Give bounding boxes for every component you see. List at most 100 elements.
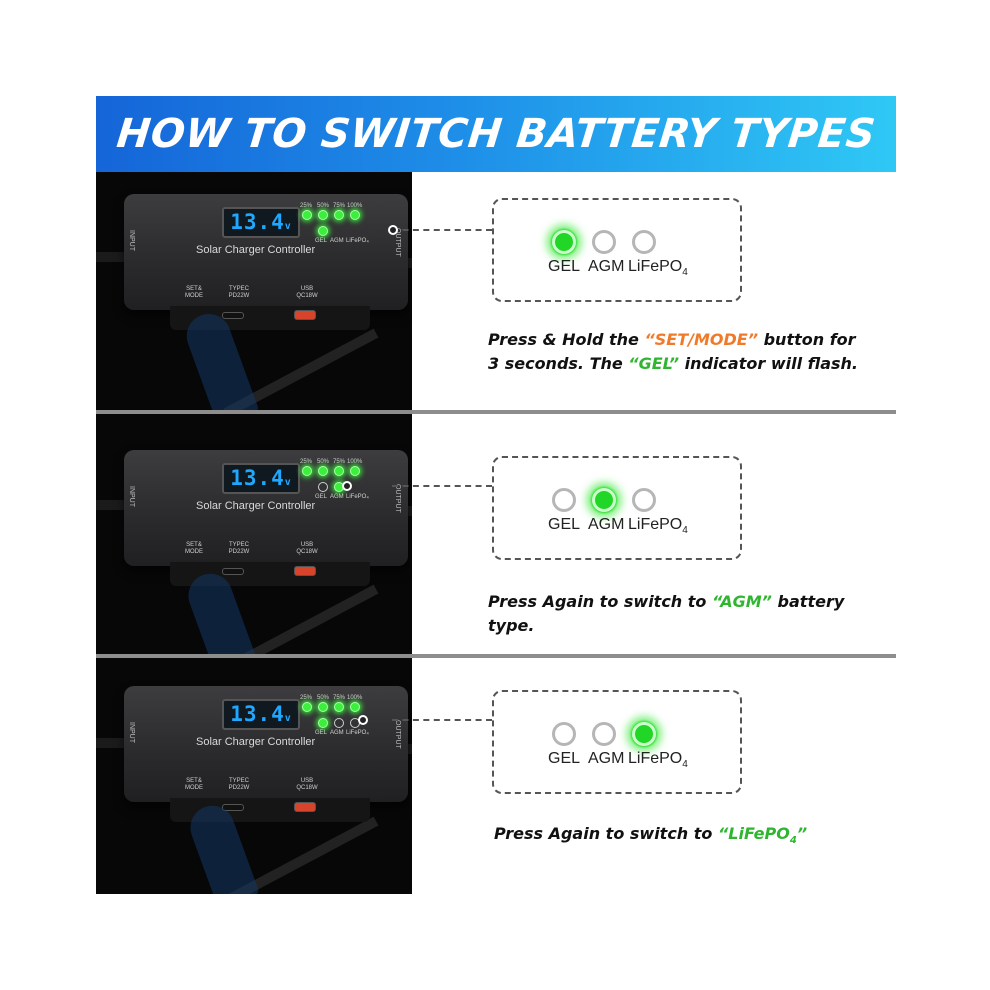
step-panel-3: INPUT OUTPUT 13.4v Solar Charger Control… bbox=[96, 658, 896, 894]
level-label-75: 75% bbox=[333, 695, 346, 701]
caption-text: indicator will flash. bbox=[679, 354, 858, 373]
gel-led bbox=[318, 226, 328, 236]
charge-controller: INPUT OUTPUT 13.4v Solar Charger Control… bbox=[124, 450, 408, 586]
usb-label: USB QC18W bbox=[296, 286, 318, 299]
step-caption: Press Again to switch to “LiFePO4” bbox=[494, 822, 874, 853]
level-led-4 bbox=[350, 702, 360, 712]
usb-port bbox=[294, 310, 316, 320]
typec-port bbox=[222, 568, 244, 575]
caption-text: button for 3 seconds. The bbox=[488, 330, 856, 373]
level-led-4 bbox=[350, 210, 360, 220]
level-label-75: 75% bbox=[333, 203, 346, 209]
gel-indicator bbox=[552, 488, 576, 512]
voltage-value: 13.4 bbox=[230, 466, 285, 490]
type-label-agm: AGM bbox=[330, 238, 344, 244]
output-label: OUTPUT bbox=[394, 484, 401, 513]
voltage-display: 13.4v bbox=[222, 207, 300, 238]
level-led-3 bbox=[334, 210, 344, 220]
lifepo-label-base: LiFePO bbox=[628, 750, 683, 767]
caption-highlight-base: “LiFePO bbox=[717, 824, 790, 843]
type-label-gel: GEL bbox=[315, 238, 328, 244]
lifepo-label-sub: 4 bbox=[682, 759, 688, 771]
output-label: OUTPUT bbox=[394, 720, 401, 749]
level-led-2 bbox=[318, 702, 328, 712]
level-label-25: 25% bbox=[300, 459, 313, 465]
gel-indicator bbox=[552, 722, 576, 746]
caption-highlight-close: ” bbox=[796, 824, 808, 843]
input-label: INPUT bbox=[128, 230, 135, 251]
level-label-50: 50% bbox=[317, 459, 330, 465]
indicator-box: GEL AGM LiFePO4 bbox=[492, 456, 742, 560]
device-title: Solar Charger Controller bbox=[196, 736, 316, 748]
level-led-3 bbox=[334, 702, 344, 712]
caption-text: Press & Hold the bbox=[488, 330, 645, 349]
level-led-3 bbox=[334, 466, 344, 476]
typec-label: TYPEC PD22W bbox=[228, 778, 250, 791]
agm-indicator-label: AGM bbox=[588, 516, 625, 533]
usb-label: USB QC18W bbox=[296, 542, 318, 555]
type-label-gel: GEL bbox=[315, 730, 328, 736]
input-cable bbox=[96, 252, 126, 262]
level-label-50: 50% bbox=[317, 695, 330, 701]
lifepo-indicator-label: LiFePO4 bbox=[628, 258, 688, 278]
usb-port bbox=[294, 802, 316, 812]
gel-indicator-label: GEL bbox=[548, 258, 581, 275]
level-led-1 bbox=[302, 210, 312, 220]
lifepo-label-base: LiFePO bbox=[628, 516, 683, 533]
level-label-25: 25% bbox=[300, 203, 313, 209]
agm-indicator bbox=[592, 488, 616, 512]
agm-indicator bbox=[592, 722, 616, 746]
banner-title: HOW TO SWITCH BATTERY TYPES bbox=[114, 111, 878, 157]
type-label-agm: AGM bbox=[330, 494, 344, 500]
level-led-1 bbox=[302, 466, 312, 476]
agm-led bbox=[334, 718, 344, 728]
caption-highlight-lifepo: “LiFePO4” bbox=[717, 824, 808, 846]
type-label-lifepo: LiFePO₄ bbox=[346, 238, 369, 244]
agm-indicator bbox=[592, 230, 616, 254]
indicator-box: GEL AGM LiFePO4 bbox=[492, 690, 742, 794]
indicator-box: GEL AGM LiFePO4 bbox=[492, 198, 742, 302]
step-caption: Press & Hold the “SET/MODE” button for 3… bbox=[488, 328, 868, 376]
panel-divider bbox=[96, 654, 896, 658]
step-panel-1: INPUT OUTPUT 13.4v Solar Charger Control… bbox=[96, 172, 896, 410]
device-photo: INPUT OUTPUT 13.4v Solar Charger Control… bbox=[96, 658, 412, 894]
set-mode-label: SET& MODE bbox=[185, 286, 203, 299]
agm-indicator-label: AGM bbox=[588, 750, 625, 767]
input-cable bbox=[96, 500, 126, 510]
lifepo-label-sub: 4 bbox=[682, 267, 688, 279]
connector-ring bbox=[342, 481, 352, 491]
connector-ring bbox=[358, 715, 368, 725]
device-photo: INPUT OUTPUT 13.4v Solar Charger Control… bbox=[96, 414, 412, 654]
caption-highlight-agm: “AGM” bbox=[711, 592, 772, 611]
output-label: OUTPUT bbox=[394, 228, 401, 257]
voltage-display: 13.4v bbox=[222, 699, 300, 730]
connector-ring bbox=[388, 225, 398, 235]
usb-port bbox=[294, 566, 316, 576]
lifepo-label-base: LiFePO bbox=[628, 258, 683, 275]
gel-indicator-label: GEL bbox=[548, 516, 581, 533]
voltage-value: 13.4 bbox=[230, 702, 285, 726]
input-label: INPUT bbox=[128, 722, 135, 743]
voltage-unit: v bbox=[284, 713, 292, 724]
level-label-100: 100% bbox=[347, 203, 363, 209]
indicator-connector bbox=[392, 229, 492, 231]
caption-highlight-gel: “GEL” bbox=[628, 354, 680, 373]
type-label-lifepo: LiFePO₄ bbox=[346, 494, 369, 500]
type-label-gel: GEL bbox=[315, 494, 328, 500]
caption-text: Press Again to switch to bbox=[494, 824, 718, 843]
agm-indicator-label: AGM bbox=[588, 258, 625, 275]
voltage-unit: v bbox=[284, 477, 292, 488]
indicator-connector bbox=[392, 485, 492, 487]
step-panel-2: INPUT OUTPUT 13.4v Solar Charger Control… bbox=[96, 414, 896, 654]
level-label-100: 100% bbox=[347, 459, 363, 465]
level-label-75: 75% bbox=[333, 459, 346, 465]
device-photo: INPUT OUTPUT 13.4v Solar Charger Control… bbox=[96, 172, 412, 410]
lifepo-indicator-label: LiFePO4 bbox=[628, 516, 688, 536]
charge-controller: INPUT OUTPUT 13.4v Solar Charger Control… bbox=[124, 686, 408, 822]
type-label-lifepo: LiFePO₄ bbox=[346, 730, 369, 736]
lifepo-indicator bbox=[632, 488, 656, 512]
voltage-unit: v bbox=[284, 221, 292, 232]
gel-indicator bbox=[552, 230, 576, 254]
level-label-25: 25% bbox=[300, 695, 313, 701]
input-cable bbox=[96, 738, 126, 748]
